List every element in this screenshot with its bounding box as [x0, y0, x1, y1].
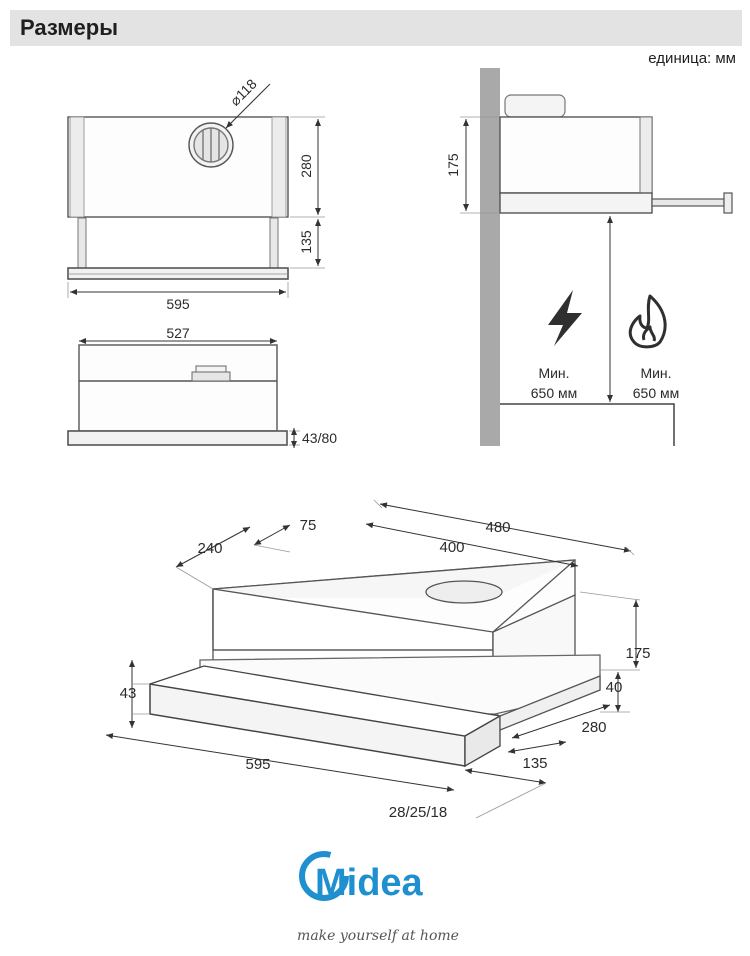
page-title: Размеры: [20, 15, 119, 40]
iso-400-label: 400: [439, 539, 464, 556]
iso-view: [105, 499, 641, 819]
iso-595-label: 595: [245, 756, 270, 773]
gas-min-label: Мин.: [640, 365, 671, 381]
iso-175-label: 175: [625, 645, 650, 662]
iso-480-label: 480: [485, 519, 510, 536]
brand-slogan: make yourself at home: [297, 928, 459, 944]
electric-min-label: Мин.: [538, 365, 569, 381]
iso-135-label: 135: [522, 755, 547, 772]
iso-40-label: 40: [606, 679, 623, 696]
iso-43-label: 43: [120, 685, 137, 702]
iso-trim-label: 28/25/18: [389, 804, 447, 821]
iso-240-label: 240: [197, 540, 222, 557]
side-view: [460, 68, 733, 446]
bottom-view: [67, 338, 300, 448]
midea-logo: Midea: [299, 851, 424, 904]
iso-duct-outlet: [425, 580, 503, 604]
logo-swoosh-icon: [299, 851, 349, 901]
front-view: [67, 83, 325, 298]
width-527-label: 527: [166, 325, 190, 341]
iso-280-label: 280: [581, 719, 606, 736]
diameter-label: ⌀118: [227, 76, 260, 109]
width-595-label: 595: [166, 296, 190, 312]
gas-min-value: 650 мм: [633, 385, 680, 401]
flame-icon: [628, 294, 667, 349]
side-175-label: 175: [445, 153, 461, 177]
electric-min-value: 650 мм: [531, 385, 578, 401]
handle: [651, 198, 725, 207]
front-43-80-label: 43/80: [302, 430, 337, 446]
motor-housing: [504, 94, 566, 118]
wall: [480, 68, 500, 446]
unit-label: единица: мм: [648, 50, 736, 67]
header-bar: Размеры: [10, 10, 742, 46]
hood-body: [67, 116, 289, 218]
iso-75-label: 75: [300, 517, 317, 534]
electric-icon: [548, 290, 582, 346]
height-135-label: 135: [298, 230, 314, 254]
height-280-label: 280: [298, 154, 314, 178]
brand-name: Midea: [315, 862, 424, 904]
